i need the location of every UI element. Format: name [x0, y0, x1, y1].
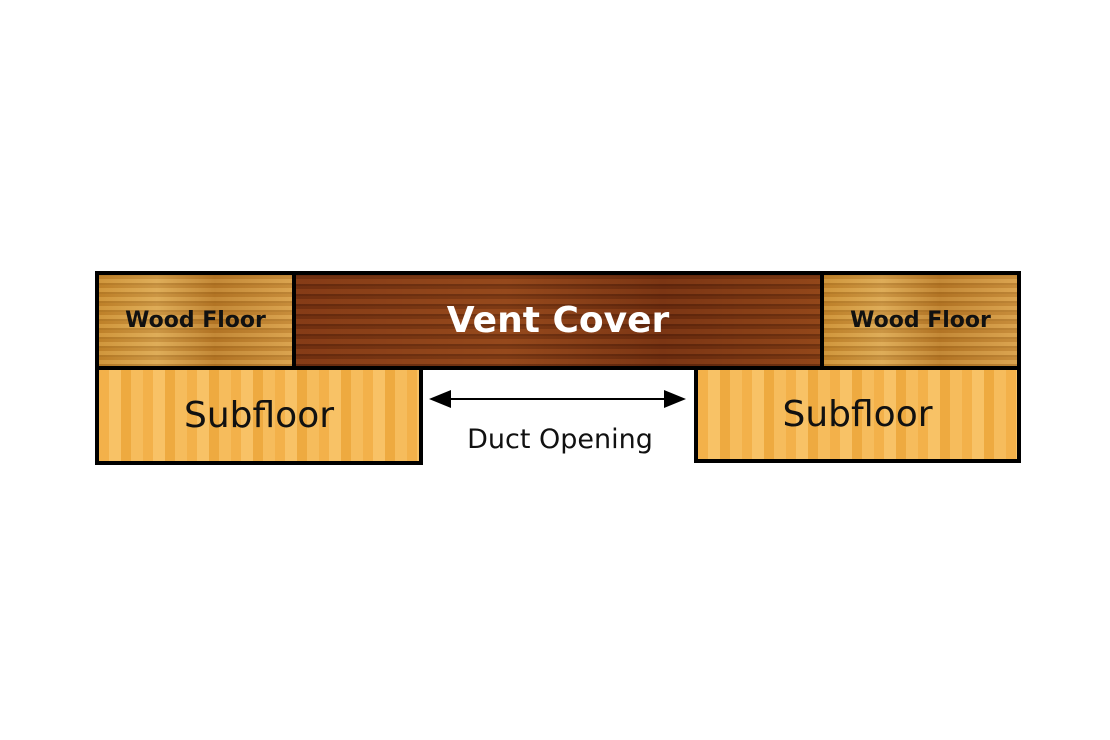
- wood-floor-right: Wood Floor: [820, 271, 1021, 370]
- double-arrow-icon: [429, 390, 686, 408]
- wood-floor-left-label: Wood Floor: [125, 308, 266, 333]
- vent-cover-label: Vent Cover: [446, 300, 670, 341]
- subfloor-left: Subfloor: [95, 366, 423, 465]
- subfloor-right: Subfloor: [694, 366, 1021, 463]
- wood-floor-right-label: Wood Floor: [850, 308, 991, 333]
- subfloor-right-label: Subfloor: [782, 394, 933, 435]
- duct-opening-label: Duct Opening: [467, 424, 653, 455]
- vent-cover: Vent Cover: [292, 271, 824, 370]
- subfloor-left-label: Subfloor: [183, 395, 335, 436]
- wood-floor-left: Wood Floor: [95, 271, 296, 370]
